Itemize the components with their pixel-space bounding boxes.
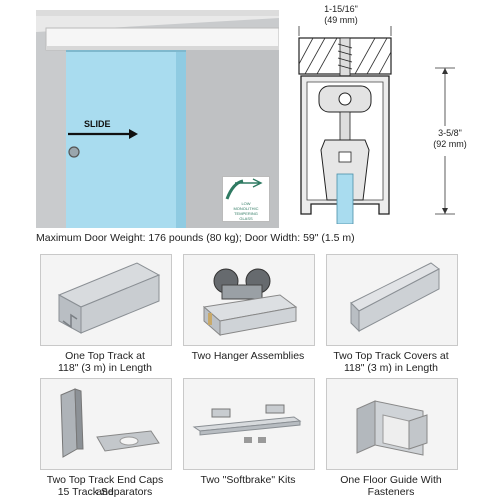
width-dimension-metric: (49 mm): [324, 15, 358, 25]
component-3-line-1: Two Top Track Covers at: [333, 350, 449, 362]
glass-thickness-icon: [225, 178, 263, 200]
component-1-line-2: 118" (3 m) in Length: [57, 362, 152, 374]
component-floor-guide-image: [326, 378, 458, 470]
badge-line-3: TEMPERING: [234, 211, 258, 216]
component-hanger-image: [183, 254, 315, 346]
height-dimension-imperial: 3-5/8": [438, 128, 462, 138]
width-dimension-imperial: 1-15/16": [324, 4, 358, 14]
badge-line-2: MONOLITHIC: [233, 206, 259, 211]
component-softbrake-image: [183, 378, 315, 470]
component-2-line-1: Two Hanger Assemblies: [191, 350, 305, 362]
door-spec-line: Maximum Door Weight: 176 pounds (80 kg);…: [36, 232, 355, 244]
glass-badge: LOW MONOLITHIC TEMPERING GLASS: [222, 176, 270, 222]
component-3-line-2: 118" (3 m) in Length: [343, 362, 438, 374]
badge-line-1: LOW: [241, 201, 251, 206]
component-4-line-1: Two Top Track End Caps and: [46, 474, 164, 498]
component-5-line-1: Two "Softbrake" Kits: [200, 474, 296, 486]
component-1-line-1: One Top Track at: [65, 350, 145, 362]
component-6-line-1: One Floor Guide With Fasteners: [340, 474, 442, 498]
component-track-cover-image: [326, 254, 458, 346]
badge-line-4: GLASS: [239, 216, 253, 221]
component-end-caps-image: [40, 378, 172, 470]
height-dimension-metric: (92 mm): [433, 139, 467, 149]
component-4-line-2: 15 Track Separators: [57, 486, 153, 498]
cross-section-diagram: [295, 24, 485, 224]
slide-label: SLIDE: [84, 119, 111, 129]
door-scene: [36, 10, 279, 228]
component-top-track-image: [40, 254, 172, 346]
